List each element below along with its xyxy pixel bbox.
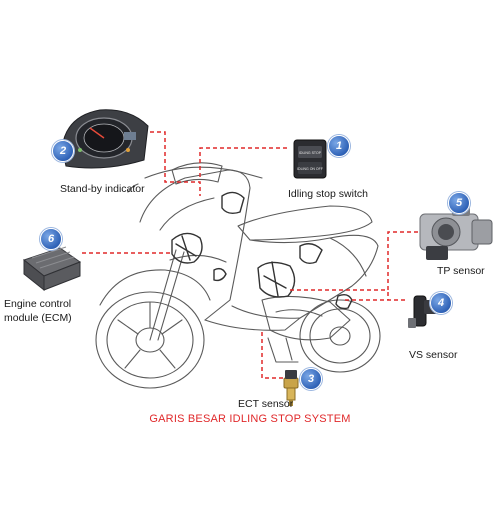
seat [237, 205, 373, 241]
rear-wheel [299, 299, 381, 373]
front-fork [149, 249, 185, 341]
connector-lines [82, 131, 418, 379]
switch-text-top: IDLING STOP [299, 151, 322, 155]
idling-stop-switch-image: IDLING STOP IDLING ON OFF [293, 139, 327, 179]
center-stand [267, 337, 299, 363]
front-fender [99, 269, 211, 306]
scooter-illustration [95, 162, 381, 389]
badge-5: 5 [448, 192, 470, 214]
connector-idling-stop-switch [199, 147, 287, 180]
ect-sensor-image [283, 370, 299, 406]
badge-2: 2 [52, 140, 74, 162]
connector-tp-sensor [290, 231, 418, 291]
connector-standby-indicator [150, 131, 201, 196]
tp-sensor-image [419, 206, 493, 260]
label-tp-sensor: TP sensor [437, 265, 485, 277]
connector-ect-sensor [261, 330, 290, 379]
footboard [204, 305, 301, 331]
label-idling-stop-switch: Idling stop switch [288, 188, 368, 200]
ecm-image [22, 246, 82, 292]
diagram-title: GARIS BESAR IDLING STOP SYSTEM [149, 413, 351, 425]
label-ecm-line1: Engine control [4, 298, 72, 310]
label-standby-indicator: Stand-by indicator [60, 183, 145, 195]
switch-text-bottom: IDLING ON OFF [297, 167, 323, 171]
label-ecm-line2: module (ECM) [4, 312, 72, 324]
rear-body [249, 234, 379, 319]
badge-4: 4 [430, 292, 452, 314]
connector-vs-sensor [345, 290, 405, 301]
badge-6: 6 [40, 228, 62, 250]
front-body [139, 169, 251, 321]
handlebar [127, 166, 263, 193]
front-wheel [95, 291, 205, 389]
instrument-cluster-image [61, 109, 149, 169]
badge-3: 3 [300, 368, 322, 390]
label-vs-sensor: VS sensor [409, 349, 458, 361]
badge-1: 1 [328, 135, 350, 157]
label-ect-sensor: ECT sensor [238, 398, 294, 410]
